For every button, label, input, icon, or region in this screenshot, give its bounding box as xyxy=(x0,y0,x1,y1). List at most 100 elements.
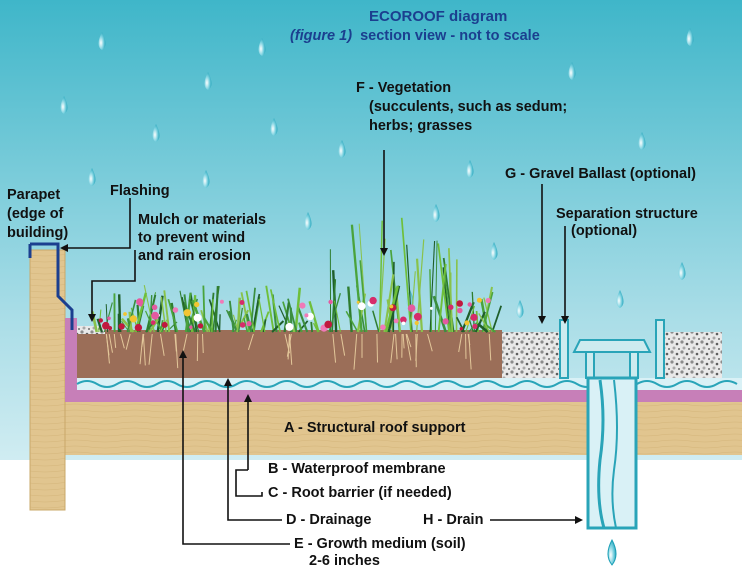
grass-blade xyxy=(237,307,244,333)
root xyxy=(406,333,412,348)
flower xyxy=(107,316,111,321)
grass-blade xyxy=(262,319,267,333)
grass-blade xyxy=(148,318,159,333)
grass-blade xyxy=(121,320,130,333)
grass-blade xyxy=(143,284,155,333)
root xyxy=(415,333,418,361)
flower xyxy=(459,327,463,331)
separation-structure xyxy=(559,319,665,379)
flower xyxy=(413,312,422,321)
flower xyxy=(193,313,202,322)
grass-blade xyxy=(160,296,167,333)
flower xyxy=(239,322,246,328)
grass-blade xyxy=(455,316,466,333)
raindrop xyxy=(678,262,686,280)
flower xyxy=(151,311,160,320)
flower xyxy=(239,300,245,305)
grass-blade xyxy=(400,217,412,333)
grass-blade xyxy=(350,224,363,333)
grass-blade xyxy=(120,317,135,333)
flower xyxy=(98,318,104,323)
flower xyxy=(161,321,168,328)
root xyxy=(148,333,153,365)
flower xyxy=(328,299,333,305)
grass-blade xyxy=(328,292,342,333)
flower xyxy=(194,301,200,308)
flower xyxy=(467,302,472,307)
grass-blade xyxy=(392,261,395,333)
flower xyxy=(118,323,125,330)
label-structural-support: A - Structural roof support xyxy=(284,420,466,436)
root xyxy=(353,333,358,370)
flower xyxy=(324,320,333,329)
grass-blade xyxy=(166,321,178,333)
root xyxy=(142,333,146,366)
flower xyxy=(138,302,143,307)
vegetation xyxy=(91,217,503,370)
leader-lines xyxy=(68,150,575,545)
raindrop xyxy=(466,160,474,178)
flashing xyxy=(30,242,74,330)
flower xyxy=(429,306,433,310)
label-growth-medium-1: E - Growth medium (soil) xyxy=(294,536,466,552)
label-separation-1: Separation structure xyxy=(556,206,698,222)
flower xyxy=(448,304,454,310)
flower xyxy=(414,320,419,326)
label-waterproof-membrane: B - Waterproof membrane xyxy=(268,461,446,477)
grass-blade xyxy=(434,240,438,333)
figure-label: (figure 1) xyxy=(290,28,353,44)
grass-blade xyxy=(271,320,285,333)
flower xyxy=(151,304,158,311)
flower xyxy=(470,313,478,321)
flower xyxy=(285,322,294,331)
flower xyxy=(464,320,470,326)
raindrop xyxy=(638,132,646,150)
raindrop xyxy=(270,118,278,136)
flower xyxy=(306,312,314,321)
grass-blade xyxy=(429,269,433,333)
raindrop xyxy=(258,38,266,56)
grass-blade xyxy=(258,298,266,333)
grass-blade xyxy=(359,260,368,333)
root xyxy=(340,333,346,356)
grass-blade xyxy=(202,285,206,333)
grass-blade xyxy=(212,285,220,333)
flower xyxy=(197,323,204,329)
grass-blade xyxy=(444,279,452,333)
flower xyxy=(129,315,137,323)
grass-blade xyxy=(283,302,290,333)
drain-water-drop xyxy=(607,538,617,566)
root xyxy=(458,333,463,353)
grass-blade xyxy=(478,313,491,333)
label-vegetation-1: F - Vegetation xyxy=(356,80,452,96)
root xyxy=(120,333,125,349)
raindrop xyxy=(304,212,312,230)
root xyxy=(108,333,113,353)
root xyxy=(201,333,204,354)
flower xyxy=(456,300,464,307)
flower xyxy=(407,304,416,313)
gravel-ballast-right xyxy=(664,332,722,378)
label-mulch-2: to prevent wind xyxy=(138,230,246,246)
grass-blade xyxy=(448,248,454,333)
label-growth-medium-2: 2-6 inches xyxy=(309,553,380,569)
grass-blade xyxy=(475,310,479,333)
label-parapet-2: (edge of xyxy=(7,206,64,222)
label-root-barrier: C - Root barrier (if needed) xyxy=(268,485,452,501)
grass-blade xyxy=(105,304,109,333)
raindrop xyxy=(490,242,498,260)
parapet-wall xyxy=(29,249,66,511)
flower xyxy=(299,302,306,309)
gravel-ballast-left xyxy=(502,332,560,378)
label-gravel-ballast: G - Gravel Ballast (optional) xyxy=(505,166,696,182)
flower xyxy=(380,324,386,331)
label-separation-2: (optional) xyxy=(571,223,638,239)
root xyxy=(395,333,398,360)
label-mulch-3: and rain erosion xyxy=(138,248,251,264)
grass-blade xyxy=(308,300,320,333)
root xyxy=(113,333,117,348)
grass-blade xyxy=(167,298,179,333)
grass-blade xyxy=(243,317,248,333)
raindrop xyxy=(516,300,524,318)
